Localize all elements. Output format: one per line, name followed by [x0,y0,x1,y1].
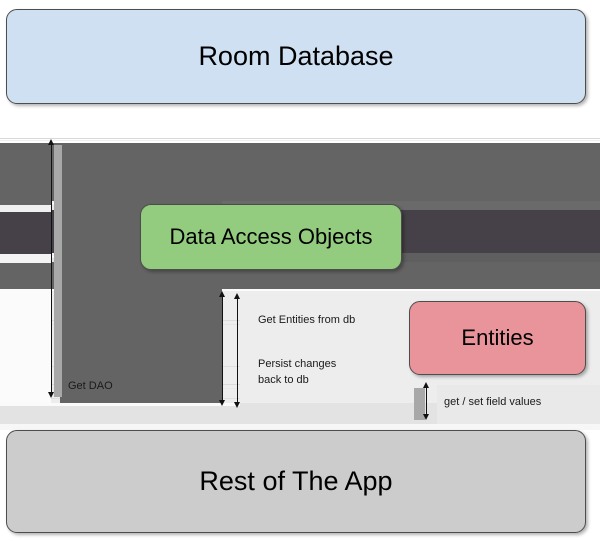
connector-app-to-entities[interactable] [222,295,223,404]
edge-label-persist-changes-back-to-db: Persist changes back to db [258,358,337,386]
node-room-database-label: Room Database [198,40,394,71]
node-entities-label: Entities [461,325,534,351]
artifact-left-dark-block-hair-a [0,205,51,212]
edge-label-get-set-field-values: get / set field values [444,396,542,408]
connector-shadow-room-app [54,145,62,397]
artifact-dao-column-fill-2 [60,143,222,403]
artifact-band-7 [0,289,600,291]
connector-entities-to-app[interactable] [426,385,427,418]
connector-room-to-app[interactable] [51,142,52,396]
connector-entities-to-app-arrowhead-down [423,414,429,420]
connector-dao-to-entities-arrowhead-down [234,402,240,408]
connector-dao-to-entities-arrowhead-up [234,293,240,299]
connector-dao-to-entities[interactable] [237,296,238,406]
artifact-hair-1 [0,138,600,139]
connector-app-to-entities-arrowhead-down [219,400,225,406]
artifact-left-dark-block-hair-b [0,212,51,254]
connector-shadow-entities-field [414,388,425,420]
connector-room-to-app-arrowhead-up [48,139,54,145]
node-rest-of-the-app[interactable]: Rest of The App [6,430,586,533]
node-entities[interactable]: Entities [409,301,586,375]
connector-app-to-entities-arrowhead-up [219,291,225,297]
artifact-hair-2 [0,140,600,141]
edge-label-get-dao: Get DAO [68,380,113,392]
node-data-access-objects[interactable]: Data Access Objects [140,204,402,270]
edge-label-get-entities-from-db: Get Entities from db [258,314,356,326]
artifact-band-11 [0,424,600,430]
artifact-left-dark-block-hair-d [0,289,51,403]
connector-entities-to-app-arrowhead-up [423,382,429,388]
artifact-label-plate-3 [437,385,600,424]
node-rest-of-the-app-label: Rest of The App [199,465,393,496]
node-room-database[interactable]: Room Database [6,9,586,104]
connector-room-to-app-arrowhead-down [48,392,54,398]
node-data-access-objects-label: Data Access Objects [169,224,373,250]
artifact-left-dark-block-hair-c [0,254,51,263]
